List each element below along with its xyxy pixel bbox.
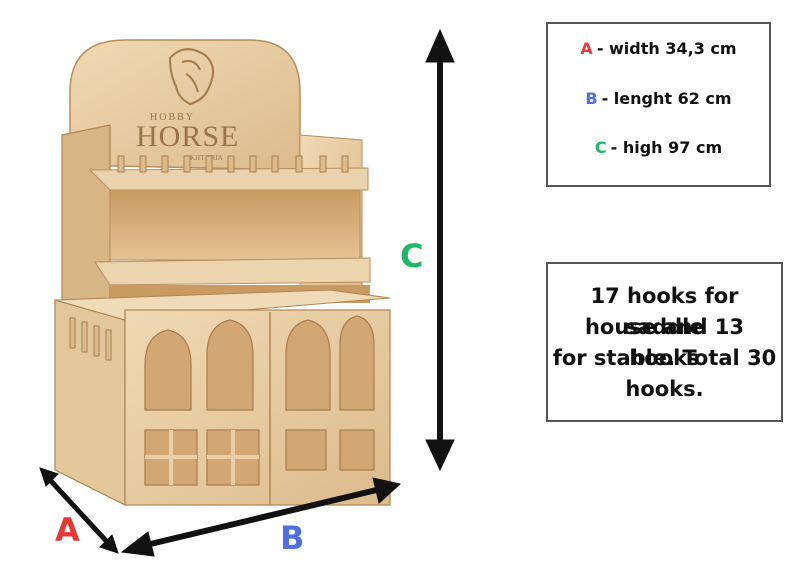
spec-height: C- high 97 cm [548,138,769,157]
base-hooks [69,317,112,361]
dimension-arrow-a [39,467,119,554]
spec-key: B [585,89,598,108]
spec-key: C [594,138,607,157]
spec-length: B- lenght 62 cm [548,89,769,108]
spec-text: - width 34,3 cm [596,39,737,58]
hooks-note-line: for stable. Total 30 [552,346,777,370]
base-left-side [54,299,126,506]
spec-width: A- width 34,3 cm [548,39,769,58]
left-side-panel [61,124,111,321]
spec-text: - high 97 cm [610,138,723,157]
horse-logo-icon [168,48,215,106]
dimension-arrow-b [120,477,402,557]
hooks-note-box: 17 hooks for saddle house and 13 hooks f… [546,262,783,422]
middle-shelf [94,257,371,286]
dimension-label-c: C [400,237,424,275]
spec-text: - lenght 62 cm [601,89,732,108]
hooks-note-line: hooks. [625,377,704,401]
upper-hooks [117,155,349,173]
logo-brand-main: HORSE [136,120,239,153]
backboard [69,39,301,171]
dimension-arrow-c [425,28,455,472]
hooks-note-line: house and 13 hooks [584,315,745,370]
window-bars [145,430,259,485]
upper-compartment [109,189,361,261]
dimension-label-b: B [280,519,305,557]
hooks-note-line: 17 hooks for saddle [590,284,739,339]
logo-brand-top: HOBBY [150,112,195,123]
dimension-label-a: A [55,511,80,549]
specs-box: A- width 34,3 cm B- lenght 62 cm C- high… [546,22,771,187]
spec-key: A [580,39,593,58]
